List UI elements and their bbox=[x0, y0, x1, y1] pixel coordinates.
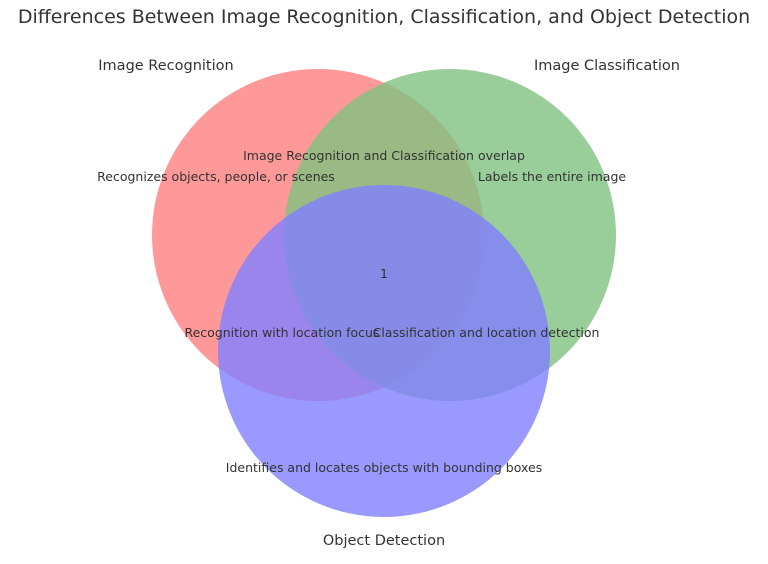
image-classification-label: Image Classification bbox=[534, 58, 680, 74]
recognition-detection-overlap-text: Recognition with location focus bbox=[184, 325, 379, 340]
object-detection-label: Object Detection bbox=[323, 533, 445, 549]
venn-circles bbox=[152, 69, 616, 517]
recognition-only-text: Recognizes objects, people, or scenes bbox=[97, 169, 335, 184]
object-detection-circle bbox=[218, 185, 550, 517]
classification-only-text: Labels the entire image bbox=[478, 169, 626, 184]
classification-detection-overlap-text: Classification and location detection bbox=[373, 325, 600, 340]
all-three-overlap-text: 1 bbox=[380, 266, 388, 281]
detection-only-text: Identifies and locates objects with boun… bbox=[226, 460, 542, 475]
image-recognition-label: Image Recognition bbox=[98, 58, 233, 74]
recognition-classification-overlap-text: Image Recognition and Classification ove… bbox=[243, 148, 525, 163]
diagram-title: Differences Between Image Recognition, C… bbox=[18, 6, 750, 28]
